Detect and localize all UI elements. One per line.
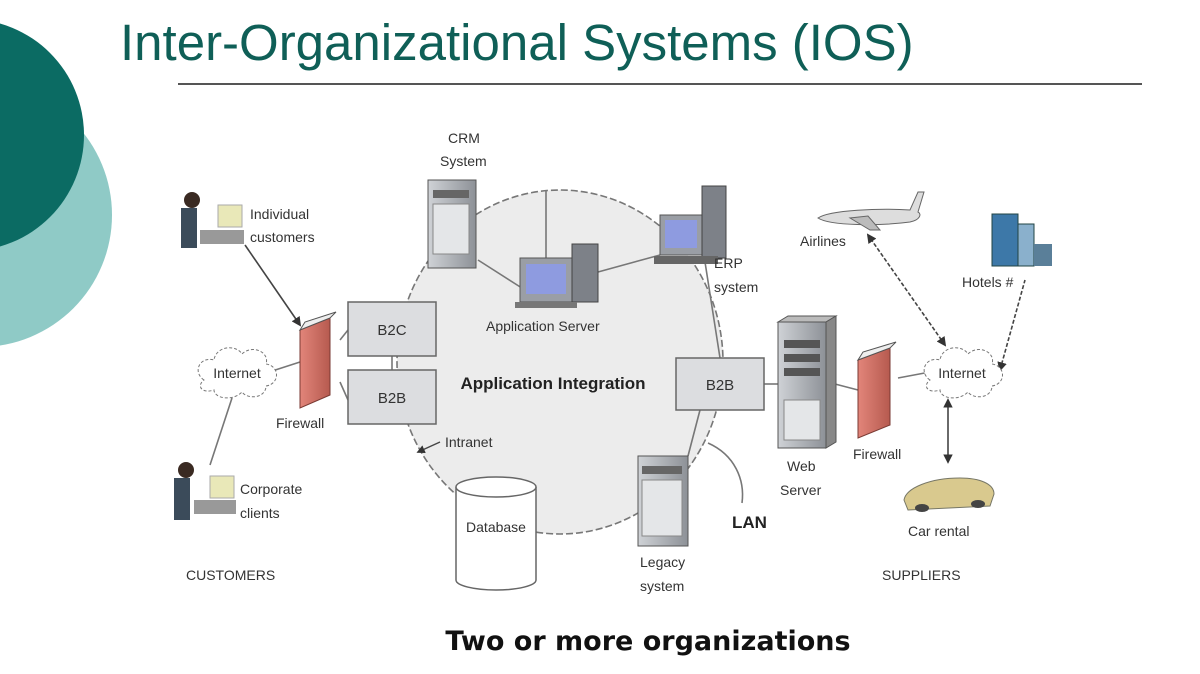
hotel-icon [991, 213, 1052, 267]
slide-caption: Two or more organizations [445, 626, 850, 657]
accent-circle-dark [0, 23, 84, 247]
application-server-label: Application Server [486, 318, 600, 334]
legacy-system-icon [637, 455, 689, 547]
corporate-clients-label-2: clients [240, 505, 280, 521]
corporate-client-icon [174, 462, 236, 520]
legacy-label-1: Legacy [640, 554, 685, 570]
legacy-label-2: system [640, 578, 684, 594]
application-integration-label: Application Integration [460, 374, 645, 393]
web-server-label-1: Web [787, 458, 816, 474]
internet-left-label: Internet [213, 365, 261, 381]
suppliers-group-label: SUPPLIERS [882, 567, 961, 583]
airlines-label: Airlines [800, 233, 846, 249]
web-server-label-2: Server [780, 482, 822, 498]
b2b-right-box [675, 357, 765, 411]
b2c-label: B2C [377, 322, 406, 339]
erp-label-1: ERP [714, 255, 743, 271]
individual-customer-icon [181, 192, 244, 248]
database-icon [455, 476, 537, 591]
b2b-right-label: B2B [706, 377, 734, 394]
intranet-label: Intranet [445, 434, 493, 450]
airplane-icon [817, 191, 925, 231]
crm-label-2: System [440, 153, 487, 169]
internet-left-cloud-icon [197, 347, 277, 399]
firewall-right-icon [856, 341, 897, 439]
database-label: Database [466, 519, 526, 535]
individual-customers-label-2: customers [250, 229, 315, 245]
corporate-clients-label-1: Corporate [240, 481, 302, 497]
car-rental-icon [903, 477, 995, 512]
car-rental-label: Car rental [908, 523, 969, 539]
lan-label: LAN [732, 513, 767, 532]
crm-server-icon [427, 179, 477, 269]
firewall-left-icon [298, 311, 337, 409]
b2b-left-label: B2B [378, 390, 406, 407]
internet-right-cloud-icon [923, 347, 1003, 399]
firewall-right-label: Firewall [853, 446, 901, 462]
customers-group-label: CUSTOMERS [186, 567, 275, 583]
slide-title: Inter-Organizational Systems (IOS) [120, 14, 914, 71]
internet-right-label: Internet [938, 365, 986, 381]
connectors [209, 190, 1026, 504]
hotels-label: Hotels # [962, 274, 1014, 290]
individual-customers-label-1: Individual [250, 206, 309, 222]
application-server-icon [515, 243, 599, 308]
web-server-icon [776, 315, 838, 449]
erp-label-2: system [714, 279, 758, 295]
firewall-left-label: Firewall [276, 415, 324, 431]
b2b-left-box [347, 369, 437, 425]
b2c-box [347, 301, 437, 357]
erp-system-icon [654, 185, 727, 264]
crm-label-1: CRM [448, 130, 480, 146]
